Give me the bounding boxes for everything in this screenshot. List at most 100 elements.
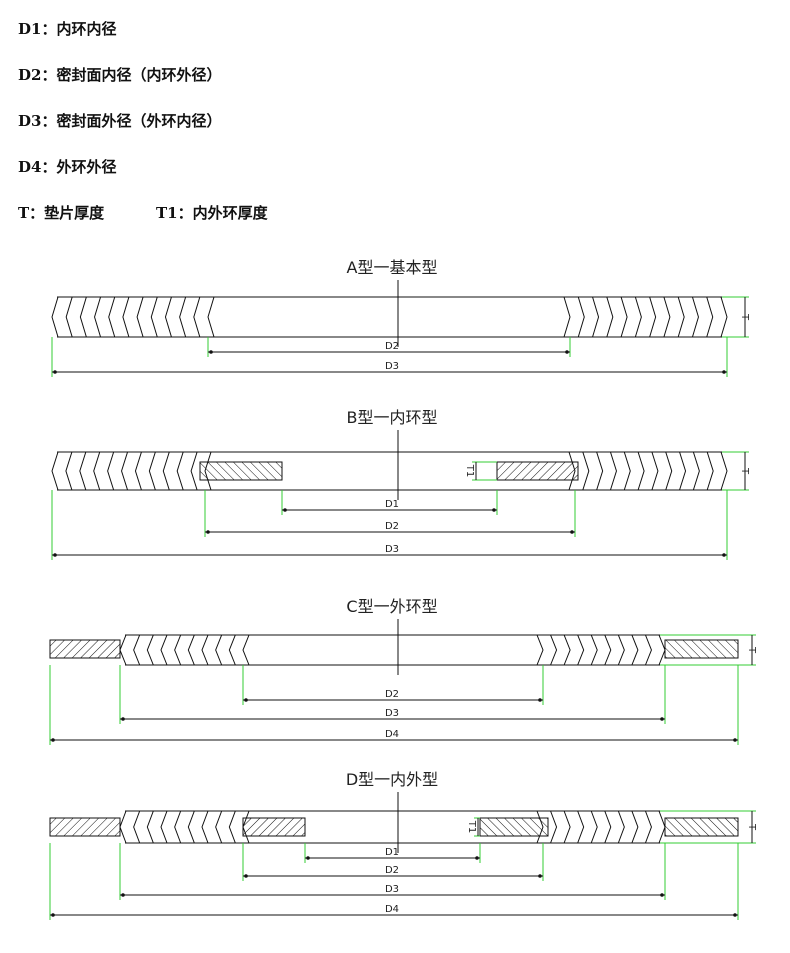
dimension-d3: D3 <box>51 490 728 560</box>
spiral-chevron <box>577 810 585 844</box>
metal-ring <box>664 639 739 659</box>
legend-d4: D4：外环外径 <box>18 158 117 176</box>
spiral-chevron <box>121 451 129 491</box>
spiral-chevron <box>609 451 617 491</box>
dimension-label: D2 <box>385 341 399 352</box>
spiral-chevron <box>623 451 631 491</box>
dimension-label: D2 <box>385 865 399 876</box>
arrow-dot <box>53 553 57 557</box>
spiral-chevron <box>606 296 614 338</box>
spiral-winding <box>536 810 666 844</box>
spiral-chevron <box>133 634 141 666</box>
arrow-dot <box>209 350 213 354</box>
spiral-chevron <box>108 296 116 338</box>
arrow-dot <box>283 508 287 512</box>
legend-d3: D3：密封面外径（外环内径） <box>18 112 222 130</box>
spiral-chevron <box>164 296 172 338</box>
spiral-chevron <box>692 451 700 491</box>
spiral-chevron <box>617 810 625 844</box>
spiral-chevron <box>644 634 652 666</box>
spiral-chevron <box>536 634 544 666</box>
spiral-chevron <box>176 451 184 491</box>
spiral-chevron <box>644 810 652 844</box>
thickness-label: T <box>739 313 750 321</box>
arrow-dot <box>733 738 737 742</box>
thickness-t: T <box>722 451 750 491</box>
spiral-chevron <box>160 810 168 844</box>
spiral-winding <box>51 451 212 491</box>
arrow-dot <box>475 856 479 860</box>
dimension-label: D2 <box>385 689 399 700</box>
spiral-winding <box>563 296 728 338</box>
spiral-chevron <box>187 634 195 666</box>
arrow-dot <box>121 717 125 721</box>
dimension-label: D3 <box>385 708 399 719</box>
spiral-chevron <box>563 634 571 666</box>
spiral-chevron <box>150 296 158 338</box>
spiral-chevron <box>174 810 182 844</box>
dimension-d1: D1 <box>281 490 498 515</box>
thickness-label: T <box>739 467 750 475</box>
arrow-dot <box>244 698 248 702</box>
spiral-winding <box>568 451 728 491</box>
spiral-chevron <box>201 634 209 666</box>
spiral-chevron <box>146 634 154 666</box>
arrow-dot <box>244 874 248 878</box>
spiral-chevron <box>706 451 714 491</box>
thickness-label: T1 <box>464 464 475 477</box>
spiral-chevron <box>119 810 127 844</box>
dimension-label: D3 <box>385 544 399 555</box>
spiral-chevron <box>122 296 130 338</box>
spiral-chevron <box>215 634 223 666</box>
metal-ring <box>479 817 549 837</box>
spiral-chevron <box>215 810 223 844</box>
spiral-chevron <box>577 634 585 666</box>
arrow-dot <box>570 530 574 534</box>
dimension-d3: D3 <box>119 665 666 724</box>
dimension-d2: D2 <box>204 490 576 537</box>
spiral-chevron <box>174 634 182 666</box>
spiral-chevron <box>51 296 59 338</box>
spiral-chevron <box>649 296 657 338</box>
spiral-chevron <box>663 296 671 338</box>
spiral-chevron <box>190 451 198 491</box>
legend-d1: D1：内环内径 <box>18 20 117 38</box>
dimension-d4: D4 <box>49 843 739 920</box>
spiral-chevron <box>65 451 73 491</box>
spiral-chevron <box>679 451 687 491</box>
thickness-t: T <box>660 634 757 666</box>
dimension-d3: D3 <box>51 337 728 377</box>
dimension-d2: D2 <box>242 665 544 705</box>
dimension-d3: D3 <box>119 843 666 900</box>
legend: D1：内环内径 D2：密封面内径（内环外径） D3：密封面外径（外环内径） D4… <box>18 14 268 244</box>
spiral-chevron <box>590 810 598 844</box>
spiral-chevron <box>207 296 215 338</box>
legend-d2: D2：密封面内径（内环外径） <box>18 66 222 84</box>
arrow-dot <box>51 913 55 917</box>
spiral-chevron <box>596 451 604 491</box>
arrow-dot <box>206 530 210 534</box>
dimension-label: D1 <box>385 847 399 858</box>
spiral-chevron <box>179 296 187 338</box>
spiral-chevron <box>590 634 598 666</box>
thickness-t: T <box>660 810 757 844</box>
spiral-chevron <box>658 634 666 666</box>
arrow-dot <box>538 698 542 702</box>
metal-ring <box>242 817 306 837</box>
spiral-chevron <box>136 296 144 338</box>
spiral-chevron <box>691 296 699 338</box>
spiral-chevron <box>592 296 600 338</box>
spiral-chevron <box>720 451 728 491</box>
arrow-dot <box>538 874 542 878</box>
diagram-title: D型一内外型 <box>346 770 438 789</box>
spiral-chevron <box>228 634 236 666</box>
spiral-chevron <box>187 810 195 844</box>
arrow-dot <box>306 856 310 860</box>
spiral-chevron <box>51 451 59 491</box>
diagram-title: A型一基本型 <box>347 258 438 277</box>
dimension-label: D4 <box>385 729 399 740</box>
spiral-chevron <box>148 451 156 491</box>
